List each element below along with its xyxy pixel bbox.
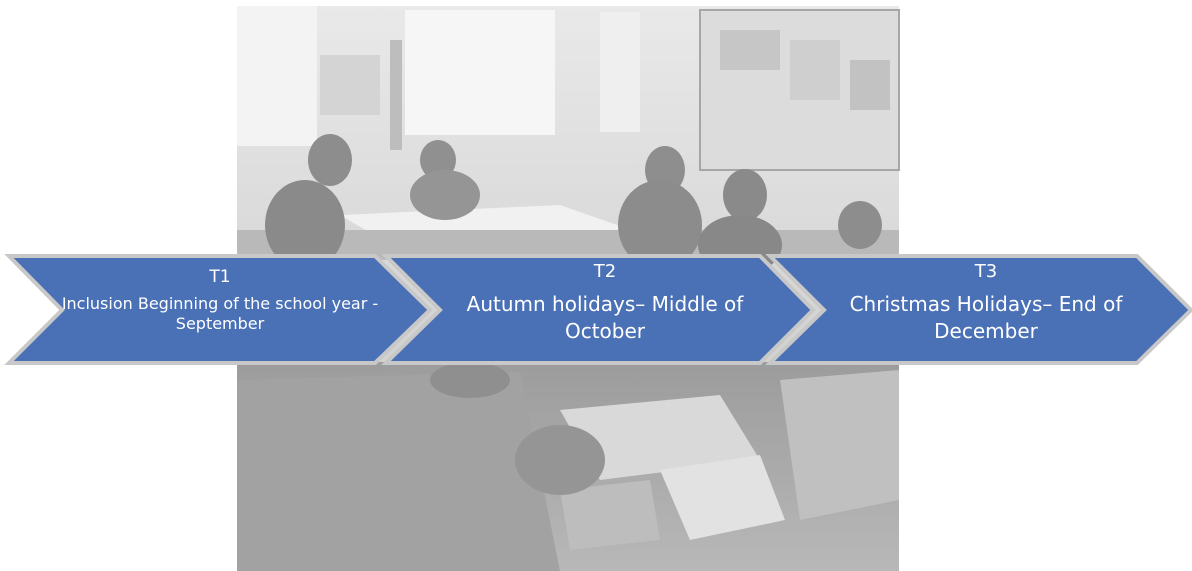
step-2-description: Autumn holidays– Middle of October [466, 291, 744, 343]
timeline-step-1-label: T1 Inclusion Beginning of the school yea… [60, 267, 380, 335]
step-3-code: T3 [974, 261, 998, 282]
chevron-step-1 [4, 254, 433, 365]
step-3-description: Christmas Holidays– End of December [849, 291, 1123, 343]
step-2-code: T2 [593, 261, 617, 282]
timeline-step-3-label: T3 Christmas Holidays– End of December [826, 261, 1146, 345]
chevron-step-2 [381, 254, 816, 365]
step-1-code: T1 [209, 267, 231, 287]
chevron-step-3 [765, 254, 1192, 365]
step-1-description: Inclusion Beginning of the school year -… [61, 293, 379, 334]
timeline-step-2-label: T2 Autumn holidays– Middle of October [440, 261, 770, 345]
